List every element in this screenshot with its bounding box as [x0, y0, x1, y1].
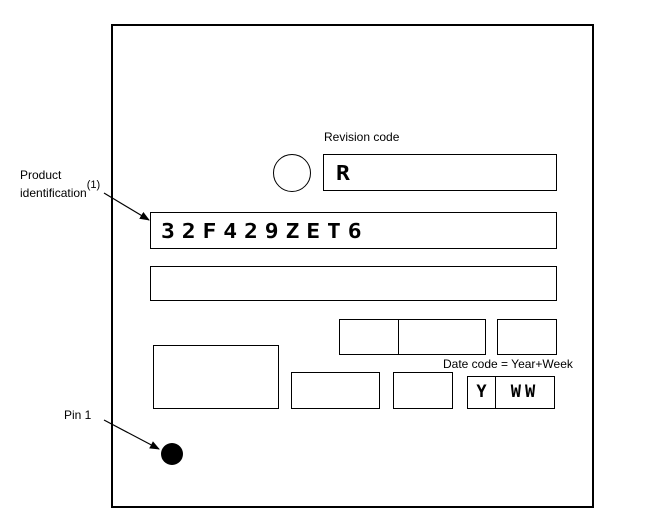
marking-field-box — [398, 319, 486, 355]
marking-field-box-large — [153, 345, 279, 409]
marking-field-box — [291, 372, 380, 409]
revision-code-box: R — [323, 154, 557, 191]
date-code-year-box: Y — [467, 376, 496, 409]
pin1-label: Pin 1 — [64, 408, 92, 422]
product-identification-label-line1: Product — [20, 168, 62, 182]
date-code-label: Date code = Year+Week — [443, 357, 573, 371]
marking-field-box — [393, 372, 453, 409]
marking-field-box — [497, 319, 557, 355]
pin1-dot — [161, 443, 183, 465]
revision-code-label: Revision code — [324, 130, 400, 144]
product-identification-box: 32F429ZET6 — [150, 212, 557, 249]
product-identification-label-line2: identification — [20, 186, 87, 200]
product-identification-footnote-ref: (1) — [86, 179, 101, 191]
product-identification-marking: 32F429ZET6 — [161, 219, 369, 243]
blank-marking-line — [150, 266, 557, 301]
package-outline — [111, 24, 594, 508]
date-code-year: Y — [476, 382, 487, 402]
revision-code-marking: R — [336, 161, 357, 185]
orientation-circle — [273, 154, 311, 192]
marking-field-box — [339, 319, 399, 355]
date-code-week: WW — [510, 382, 540, 402]
date-code-week-box: WW — [495, 376, 555, 409]
product-identification-label: Product identification(1) — [20, 168, 100, 200]
